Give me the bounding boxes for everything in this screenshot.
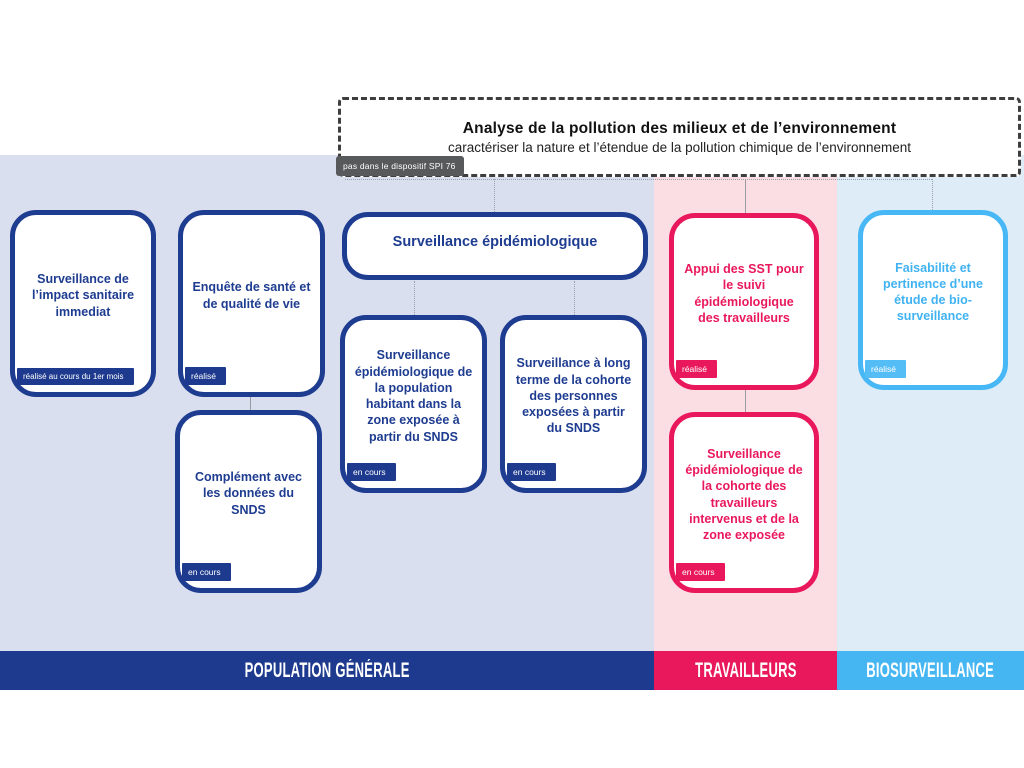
analysis-title: Analyse de la pollution des milieux et d… [462,119,897,137]
box-surveillance-long-terme-label: Surveillance à long terme de la cohorte … [515,356,632,436]
connector-horizontal-top [345,179,932,180]
status-badge-surveillance-cohorte-travailleurs: en cours [676,563,725,581]
status-badge-surveillance-long-terme: en cours [507,463,556,481]
status-badge-appui-sst: réalisé [676,360,718,378]
analysis-subtitle: caractériser la nature et l’étendue de l… [447,139,912,155]
box-surveillance-cohorte-travailleurs-label: Surveillance épidémiologique de la cohor… [685,446,803,542]
box-surveillance-population-snds: Surveillance épidémiologique de la popul… [340,315,487,493]
footer-band-biosurveillance: BIOSURVEILLANCE [837,651,1024,690]
box-surveillance-epidemiologique-label: Surveillance épidémiologique [392,234,598,250]
status-badge-complement-snds: en cours [182,563,231,581]
status-badge-faisabilite-biosurveillance: réalisé [865,360,907,378]
connector-epi-to-population [414,281,415,315]
connector-enquete-to-complement [250,396,251,410]
status-badge-surveillance-population-snds: en cours [347,463,396,481]
spi76-tag: pas dans le dispositif SPI 76 [336,156,464,176]
footer-band-population-generale: POPULATION GÉNÉRALE [0,651,654,690]
box-surveillance-population-snds-label: Surveillance épidémiologique de la popul… [354,348,473,444]
connector-to-surveillance-epi [494,179,495,212]
footer-band-biosurveillance-label: BIOSURVEILLANCE [866,658,995,682]
box-surveillance-impact: Surveillance de l’impact sanitaire immed… [10,210,156,397]
footer-band-travailleurs: TRAVAILLEURS [654,651,837,690]
status-badge-enquete-sante: réalisé [185,367,227,385]
box-faisabilite-biosurveillance-label: Faisabilité et pertinence d’une étude de… [882,260,984,324]
connector-to-appui-sst [745,179,746,213]
box-surveillance-impact-label: Surveillance de l’impact sanitaire immed… [31,272,135,319]
footer-band-population-generale-label: POPULATION GÉNÉRALE [244,658,410,682]
connector-appui-to-cohorte [745,389,746,412]
status-badge-surveillance-impact: réalisé au cours du 1er mois [17,368,134,385]
box-enquete-sante: Enquête de santé et de qualité de vie ré… [178,210,325,397]
box-appui-sst: Appui des SST pour le suivi épidémiologi… [669,213,819,390]
footer-band-travailleurs-label: TRAVAILLEURS [694,658,797,682]
box-surveillance-cohorte-travailleurs: Surveillance épidémiologique de la cohor… [669,412,819,593]
box-faisabilite-biosurveillance: Faisabilité et pertinence d’une étude de… [858,210,1008,390]
box-appui-sst-label: Appui des SST pour le suivi épidémiologi… [684,262,804,325]
box-complement-snds-label: Complément avec les données du SNDS [195,470,302,517]
box-enquete-sante-label: Enquête de santé et de qualité de vie [192,280,311,311]
connector-to-faisabilite [932,179,933,210]
connector-epi-to-long-terme [574,281,575,315]
box-complement-snds: Complément avec les données du SNDS en c… [175,410,322,593]
box-surveillance-long-terme: Surveillance à long terme de la cohorte … [500,315,647,493]
box-surveillance-epidemiologique: Surveillance épidémiologique [342,212,648,280]
